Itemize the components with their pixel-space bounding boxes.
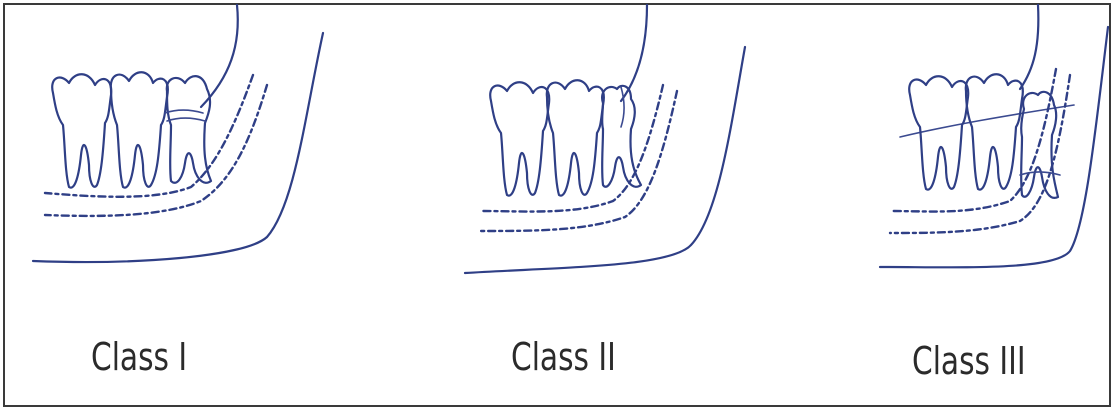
mandible-outline xyxy=(465,47,745,273)
class-1-drawing xyxy=(5,5,375,409)
caption-class-3: Class III xyxy=(912,339,1026,383)
figure-frame: Class I Class II xyxy=(3,3,1111,407)
second-molar xyxy=(966,74,1023,189)
ramus-anterior-border xyxy=(201,5,238,107)
third-molar-cej-line xyxy=(167,118,205,121)
caption-class-1: Class I xyxy=(91,335,187,379)
third-molar-crown-line xyxy=(165,110,203,113)
caption-class-2: Class II xyxy=(511,335,616,379)
canal-line-upper xyxy=(481,85,663,212)
panel-class-3: Class III xyxy=(860,5,1113,409)
third-molar xyxy=(167,76,211,183)
mandible-outline xyxy=(33,33,323,262)
second-molar xyxy=(111,72,168,187)
panel-class-2: Class II xyxy=(445,5,775,409)
first-molar xyxy=(52,74,111,187)
second-molar xyxy=(547,80,604,195)
panel-class-1: Class I xyxy=(5,5,375,409)
ramus-overlap-line xyxy=(621,87,624,127)
ramus-anterior-border xyxy=(1020,5,1038,89)
first-molar xyxy=(490,82,549,195)
canal-line-lower xyxy=(45,85,267,216)
